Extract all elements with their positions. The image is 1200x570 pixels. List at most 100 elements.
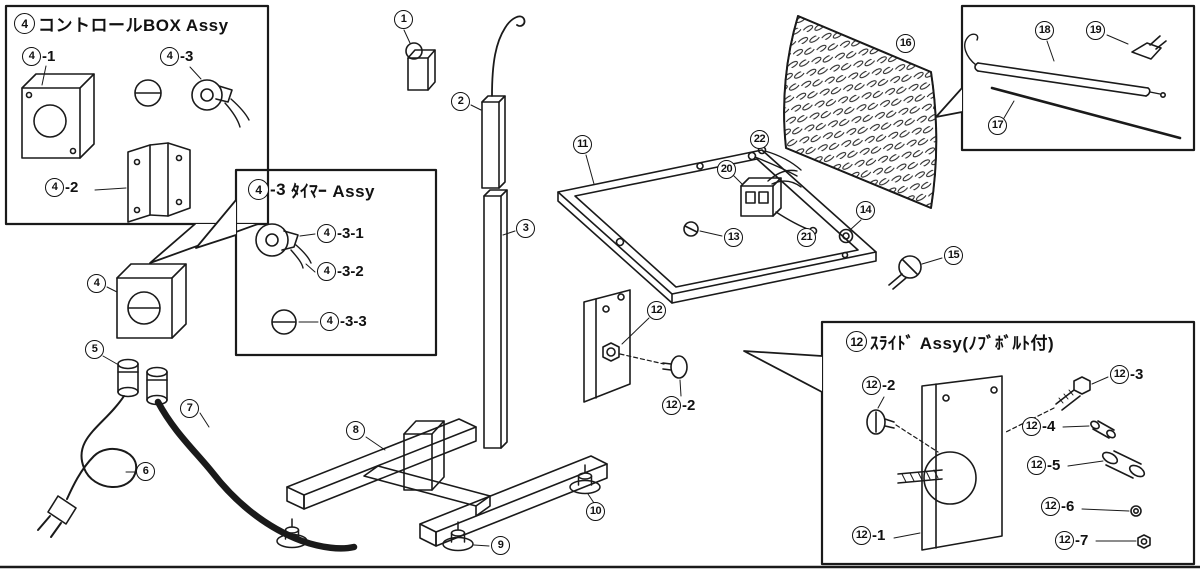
circled-number-17: 17 [988, 116, 1007, 135]
part-20-drawing [733, 169, 802, 217]
circled-number-1: 1 [394, 10, 413, 29]
timer-assy-title-dash: -3 [270, 179, 287, 199]
label-part-8: 8 [346, 421, 365, 440]
circled-number-4: 4 [45, 178, 64, 197]
circled-number-12: 12 [1022, 417, 1041, 436]
label-part-9: 9 [491, 536, 510, 555]
circled-number-4: 4 [22, 47, 41, 66]
label-part-16: 16 [896, 34, 915, 53]
circled-number-12: 12 [647, 301, 666, 320]
slide-assy-title-text: ｽﾗｲﾄﾞ Assy(ﾉﾌﾞﾎﾞﾙﾄ付) [870, 334, 1055, 353]
label-part-12-7: 12-7 [1055, 531, 1088, 550]
wires-21-22-drawing [747, 145, 818, 236]
label-part-17: 17 [988, 116, 1007, 135]
circled-number-14: 14 [856, 201, 875, 220]
part-4-2-drawing [94, 142, 191, 223]
label-part-4-3-3: 4-3-3 [320, 312, 367, 331]
label-part-1: 1 [394, 10, 413, 29]
circled-number-10: 10 [586, 502, 605, 521]
label-part-14: 14 [856, 201, 875, 220]
circled-number-18: 18 [1035, 21, 1054, 40]
slide-assy-drawing [866, 375, 1151, 551]
label-part-20: 20 [717, 160, 736, 179]
label-part-12-6: 12-6 [1041, 497, 1074, 516]
circled-number-8: 8 [346, 421, 365, 440]
label-part-4-2: 4-2 [45, 178, 78, 197]
circled-number-19: 19 [1086, 21, 1105, 40]
circled-number-4: 4 [248, 179, 269, 200]
label-part-6: 6 [136, 462, 155, 481]
slide-assy-title: 12 ｽﾗｲﾄﾞ Assy(ﾉﾌﾞﾎﾞﾙﾄ付) [846, 329, 1054, 354]
circled-number-11: 11 [573, 135, 592, 154]
label-part-21: 21 [797, 228, 816, 247]
circled-number-20: 20 [717, 160, 736, 179]
label-part-12-2: 12-2 [662, 396, 695, 415]
circled-number-12: 12 [862, 376, 881, 395]
label-part-15: 15 [944, 246, 963, 265]
label-part-12: 12 [647, 301, 666, 320]
label-part-12-4: 12-4 [1022, 417, 1055, 436]
timer-assy-title-text: ﾀｲﾏｰ Assy [291, 182, 375, 201]
circled-number-12: 12 [846, 331, 867, 352]
panel-16-drawing [783, 15, 938, 209]
circled-number-15: 15 [944, 246, 963, 265]
circled-number-12: 12 [1041, 497, 1060, 516]
control-box-assy-title: 4 コントロールBOX Assy [14, 11, 229, 36]
part-13-drawing [683, 221, 723, 237]
label-part-12-2-box: 12-2 [862, 376, 895, 395]
timer-assy-drawing [255, 223, 319, 335]
label-part-10: 10 [586, 502, 605, 521]
label-part-12-1: 12-1 [852, 526, 885, 545]
casters-9-10-drawing [276, 464, 601, 552]
lamp-17-18-19-drawing [964, 33, 1182, 140]
cable-6-plug-drawing [37, 395, 138, 538]
circled-number-4: 4 [320, 312, 339, 331]
label-part-12-3: 12-3 [1110, 365, 1143, 384]
label-part-4: 4 [87, 274, 106, 293]
part-15-drawing [888, 255, 943, 290]
circled-number-4: 4 [87, 274, 106, 293]
label-part-22: 22 [750, 130, 769, 149]
part-4-drawing [106, 263, 187, 339]
label-part-18: 18 [1035, 21, 1054, 40]
circled-number-7: 7 [180, 399, 199, 418]
circled-number-2: 2 [451, 92, 470, 111]
frame-11-drawing [557, 149, 877, 304]
label-part-4-3-2: 4-3-2 [317, 262, 364, 281]
label-part-19: 19 [1086, 21, 1105, 40]
circled-number-21: 21 [797, 228, 816, 247]
part-5-connectors-drawing [102, 355, 168, 406]
circled-number-4: 4 [14, 13, 35, 34]
callout-box-outlines [0, 4, 1200, 569]
part-4-1-drawing [21, 65, 95, 159]
control-box-assy-title-text: コントロールBOX Assy [38, 16, 229, 35]
base-8-drawing [286, 418, 608, 547]
label-part-3: 3 [516, 219, 535, 238]
circled-number-12: 12 [1110, 365, 1129, 384]
part-3-pole-drawing [483, 189, 516, 449]
label-part-4-1: 4-1 [22, 47, 55, 66]
cable-7-drawing [154, 398, 358, 552]
circled-number-12: 12 [1055, 531, 1074, 550]
label-part-4-3-1: 4-3-1 [317, 224, 364, 243]
label-part-4-3: 4-3 [160, 47, 193, 66]
circled-number-6: 6 [136, 462, 155, 481]
circled-number-3: 3 [516, 219, 535, 238]
circled-number-12: 12 [1027, 456, 1046, 475]
label-part-7: 7 [180, 399, 199, 418]
circled-number-13: 13 [724, 228, 743, 247]
part-2-drawing [470, 15, 526, 189]
circled-number-4: 4 [160, 47, 179, 66]
part-14-drawing [838, 219, 862, 244]
circled-number-5: 5 [85, 340, 104, 359]
part-4-3-drawing [134, 66, 250, 128]
circled-number-22: 22 [750, 130, 769, 149]
circled-number-9: 9 [491, 536, 510, 555]
label-part-5: 5 [85, 340, 104, 359]
label-part-12-5: 12-5 [1027, 456, 1060, 475]
circled-number-12: 12 [662, 396, 681, 415]
label-part-13: 13 [724, 228, 743, 247]
part-1-drawing [403, 29, 436, 91]
